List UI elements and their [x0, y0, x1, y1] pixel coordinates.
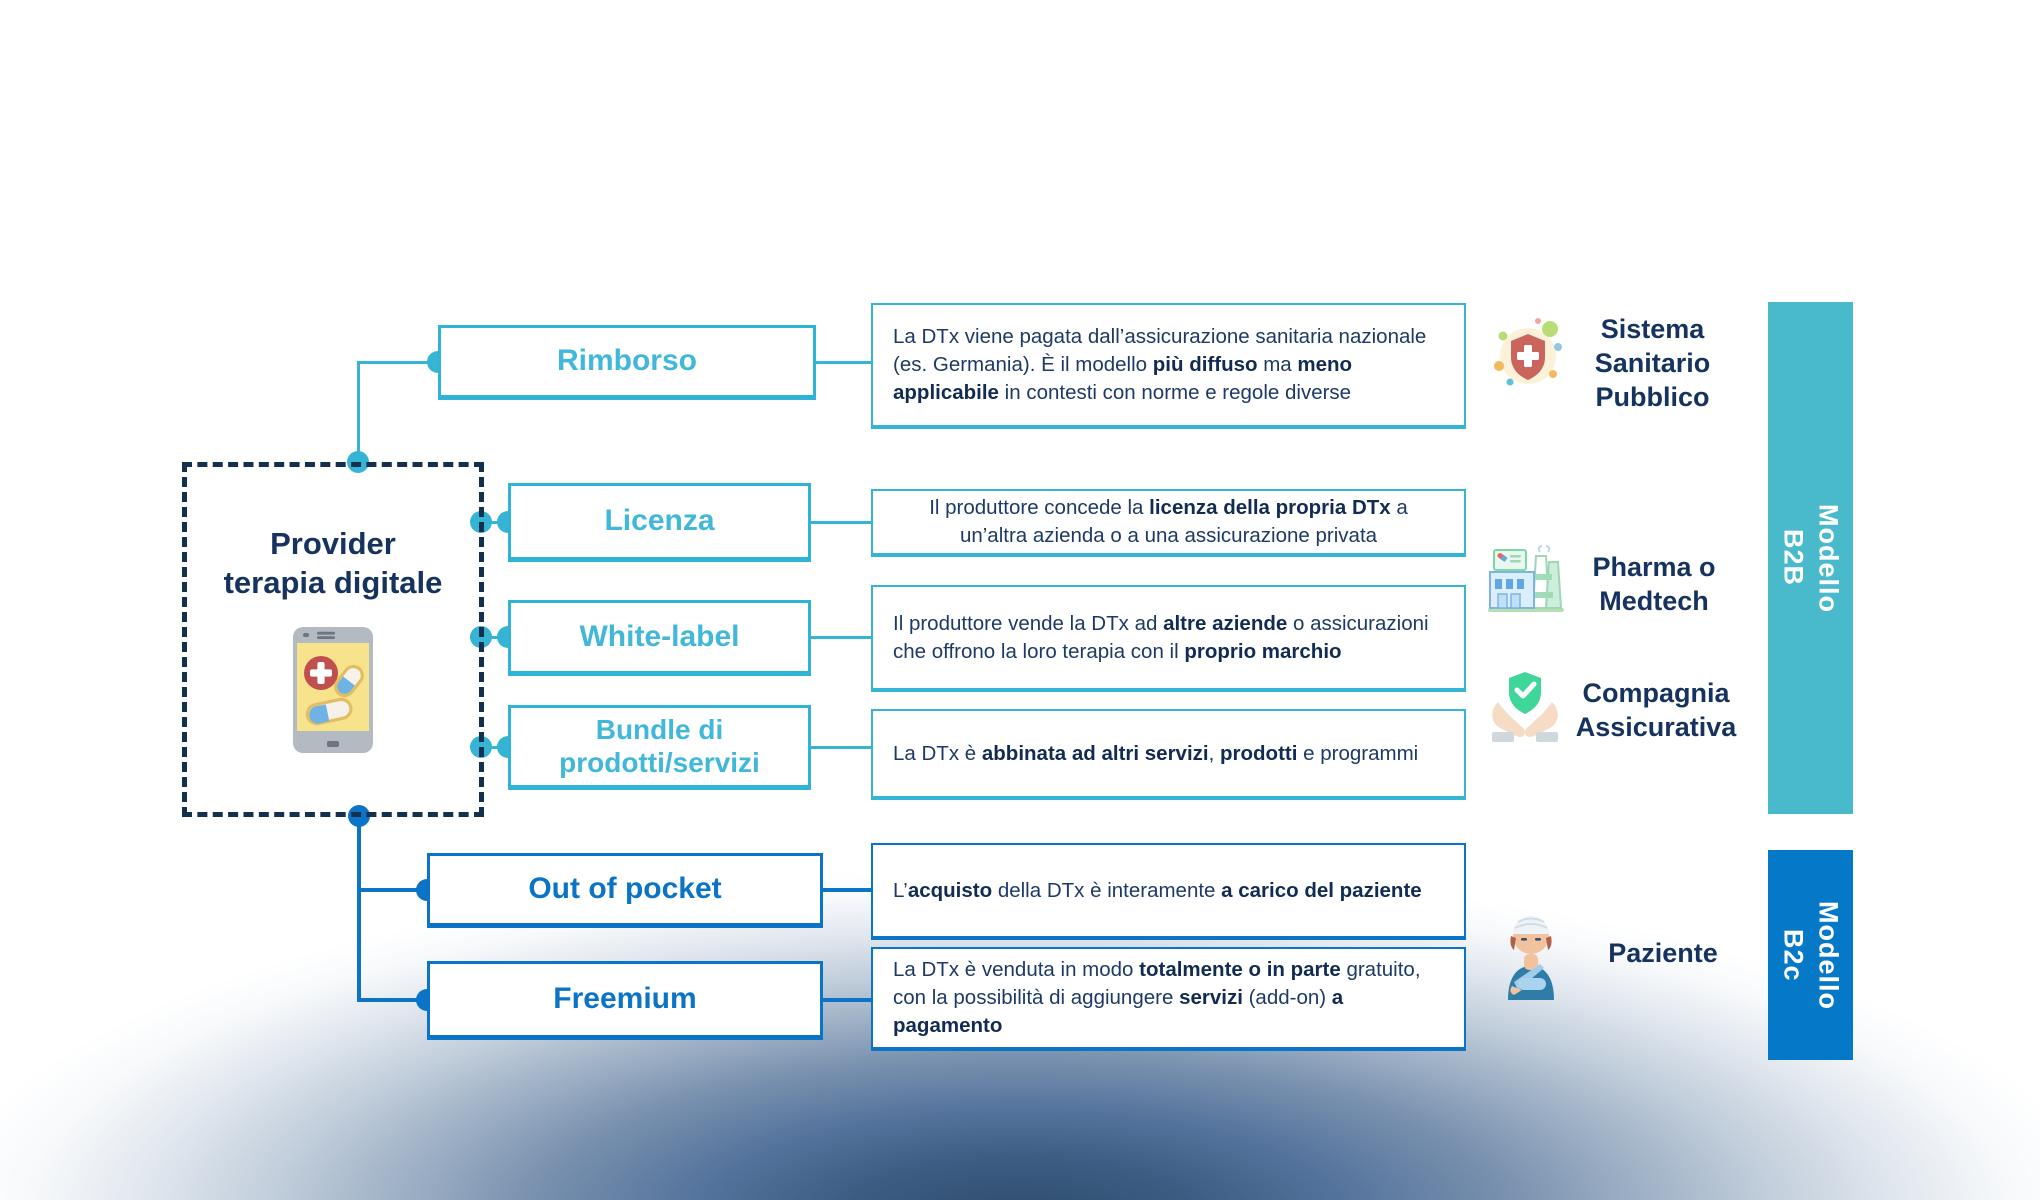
- model-desc-licenza: Il produttore concede la licenza della p…: [871, 489, 1466, 557]
- model-desc-white-label: Il produttore vende la DTx ad altre azie…: [871, 585, 1466, 692]
- medical-app-phone-icon: [293, 626, 373, 753]
- model-b2c-bar: Modello B2c: [1768, 850, 1853, 1060]
- provider-label: Provider terapia digitale: [223, 526, 443, 600]
- stakeholder-label-paziente: Paziente: [1608, 938, 1718, 968]
- model-b2b-bar-label: Modello B2B: [1778, 503, 1844, 613]
- connector-line: [811, 746, 871, 749]
- model-label: Rimborso: [556, 344, 697, 378]
- model-box-white-label: White-label: [508, 600, 811, 676]
- model-label: Out of pocket: [528, 872, 722, 906]
- model-b2c-bar-label: Modello B2c: [1778, 900, 1844, 1010]
- stakeholder-label-pharma-medtech: Pharma o Medtech: [1592, 552, 1716, 617]
- stakeholder-label-sistema-sanitario-pubblico: Sistema Sanitario Pubblico: [1594, 314, 1711, 413]
- patient-icon: [1508, 916, 1554, 1000]
- factory-icon: [1488, 545, 1564, 612]
- connector-line: [823, 888, 871, 892]
- connector-line: [357, 363, 360, 464]
- model-box-out-of-pocket: Out of pocket: [427, 853, 823, 928]
- model-desc-rimborso: La DTx viene pagata dall’assicurazione s…: [871, 303, 1466, 429]
- connector-line: [482, 521, 510, 524]
- model-box-rimborso: Rimborso: [438, 325, 816, 400]
- connector-line: [482, 746, 510, 749]
- connector-line: [357, 888, 427, 892]
- connector-line: [357, 998, 427, 1002]
- connector-line: [482, 636, 510, 639]
- model-description: La DTx viene pagata dall’assicurazione s…: [893, 325, 1427, 404]
- model-label: White-label: [579, 619, 740, 653]
- model-box-freemium: Freemium: [427, 961, 823, 1040]
- provider-box: Provider terapia digitale: [182, 462, 484, 817]
- medical-shield-icon: [1494, 318, 1562, 386]
- model-box-bundle: Bundle di prodotti/servizi: [508, 705, 811, 790]
- connector-line: [811, 521, 871, 524]
- model-desc-out-of-pocket: L’acquisto della DTx è interamente a car…: [871, 843, 1466, 940]
- connector-line: [816, 361, 871, 364]
- model-description: Il produttore vende la DTx ad altre azie…: [893, 611, 1429, 663]
- shield-hands-icon: [1492, 672, 1558, 742]
- model-desc-freemium: La DTx è venduta in modo totalmente o in…: [871, 947, 1466, 1051]
- connector-line: [823, 998, 871, 1002]
- model-b2b-bar: Modello B2B: [1768, 302, 1853, 814]
- model-description: La DTx è venduta in modo totalmente o in…: [893, 958, 1421, 1037]
- stakeholder-label-compagnia-assicurativa: Compagnia Assicurativa: [1575, 678, 1737, 743]
- model-description: Il produttore concede la licenza della p…: [929, 496, 1408, 547]
- model-description: La DTx è abbinata ad altri servizi, prod…: [893, 741, 1419, 765]
- model-box-licenza: Licenza: [508, 483, 811, 562]
- connector-line: [357, 815, 361, 1002]
- connector-line: [811, 636, 871, 639]
- model-label: Freemium: [553, 982, 697, 1016]
- model-label: Licenza: [604, 504, 715, 538]
- model-description: L’acquisto della DTx è interamente a car…: [893, 878, 1422, 902]
- connector-line: [357, 361, 438, 364]
- model-label: Bundle di prodotti/servizi: [559, 714, 760, 778]
- model-desc-bundle: La DTx è abbinata ad altri servizi, prod…: [871, 709, 1466, 800]
